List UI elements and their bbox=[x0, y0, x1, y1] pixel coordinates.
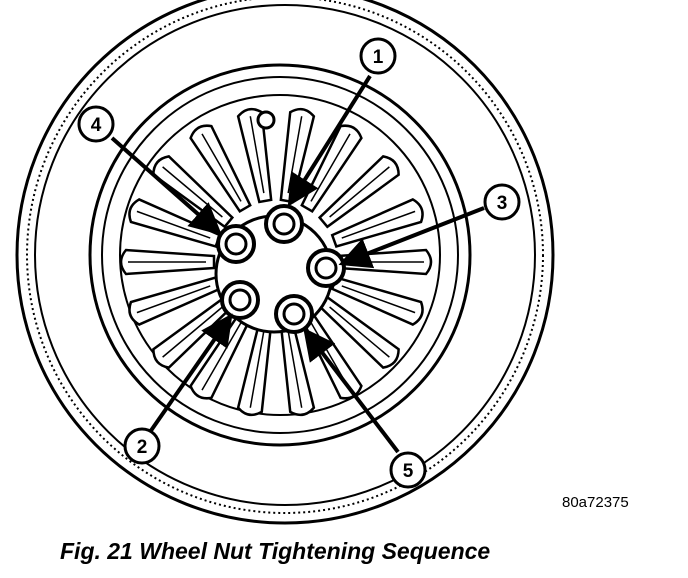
lug-nut-5 bbox=[274, 294, 314, 334]
lug-nut-1 bbox=[264, 204, 304, 244]
figure-code: 80a72375 bbox=[562, 494, 629, 511]
wheel-spoke bbox=[236, 320, 273, 417]
callout-3: 3 bbox=[483, 183, 521, 221]
callout-arrow-5 bbox=[303, 327, 400, 454]
callout-arrow-3 bbox=[338, 206, 485, 269]
wheel-spoke bbox=[317, 295, 400, 369]
callout-5: 5 bbox=[389, 451, 427, 489]
wheel-spoke bbox=[119, 248, 216, 276]
callout-4: 4 bbox=[77, 105, 115, 143]
callout-arrow-2 bbox=[148, 313, 233, 434]
callout-arrow-4 bbox=[110, 136, 222, 236]
figure-caption: Fig. 21 Wheel Nut Tightening Sequence bbox=[60, 538, 491, 564]
lug-nut-2 bbox=[220, 280, 260, 320]
wheel-spoke bbox=[330, 276, 424, 326]
wheel-spoke bbox=[189, 124, 252, 213]
tire bbox=[15, 0, 555, 525]
wheel-spoke bbox=[128, 276, 222, 326]
svg-text:1: 1 bbox=[373, 47, 384, 68]
valve-stem bbox=[256, 110, 276, 130]
wheel-spoke bbox=[279, 320, 316, 417]
lug-nut-3 bbox=[306, 248, 346, 288]
lug-nut-4 bbox=[216, 224, 256, 264]
svg-text:3: 3 bbox=[497, 193, 508, 214]
svg-text:5: 5 bbox=[403, 461, 414, 482]
callout-2: 2 bbox=[123, 427, 161, 465]
wheel-spoke bbox=[189, 311, 252, 400]
svg-text:4: 4 bbox=[91, 115, 102, 136]
callout-arrow-1 bbox=[287, 74, 372, 207]
wheel-spoke bbox=[336, 248, 433, 276]
svg-text:2: 2 bbox=[137, 437, 148, 458]
callout-1: 1 bbox=[359, 37, 397, 75]
wheel-spoke bbox=[330, 198, 424, 248]
wheel-rim bbox=[88, 63, 472, 447]
wheel-spoke bbox=[317, 155, 400, 229]
